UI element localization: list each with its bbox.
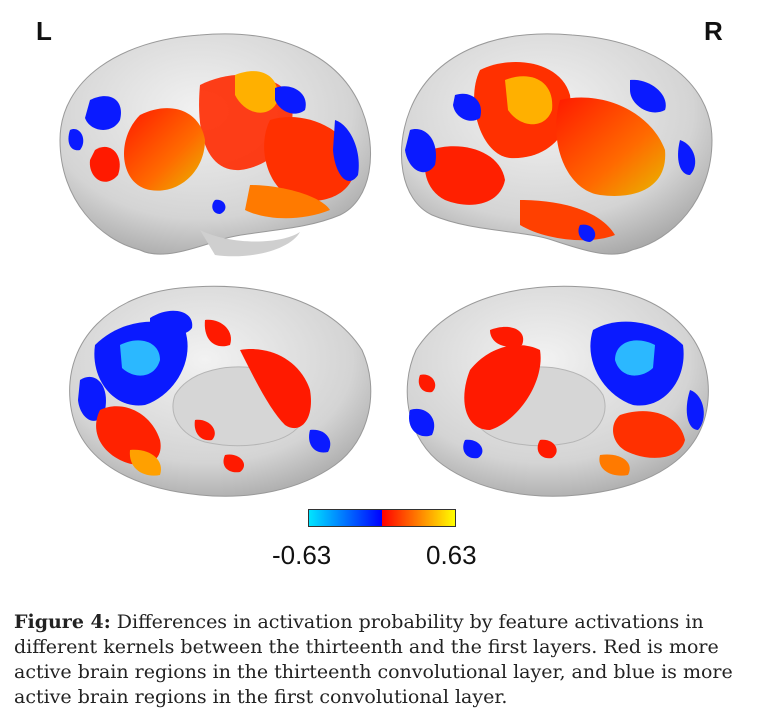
colorbar-max-label: 0.63 <box>426 540 477 570</box>
figure-caption: Figure 4: Differences in activation prob… <box>14 610 764 710</box>
caption-text: Differences in activation probability by… <box>14 611 733 708</box>
brain-right-medial <box>406 285 709 497</box>
colorbar-negative <box>309 510 382 526</box>
brain-right-lateral <box>400 33 713 255</box>
right-hemisphere-label: R <box>704 16 723 46</box>
brain-left-lateral <box>59 33 372 257</box>
colorbar <box>308 509 456 527</box>
colorbar-positive <box>382 510 455 526</box>
caption-label: Figure 4: <box>14 611 111 633</box>
brain-figure: L R <box>36 16 723 570</box>
left-hemisphere-label: L <box>36 16 52 46</box>
brain-renderings <box>59 33 713 497</box>
colorbar-min-label: -0.63 <box>272 540 332 570</box>
brain-left-medial <box>69 285 372 497</box>
